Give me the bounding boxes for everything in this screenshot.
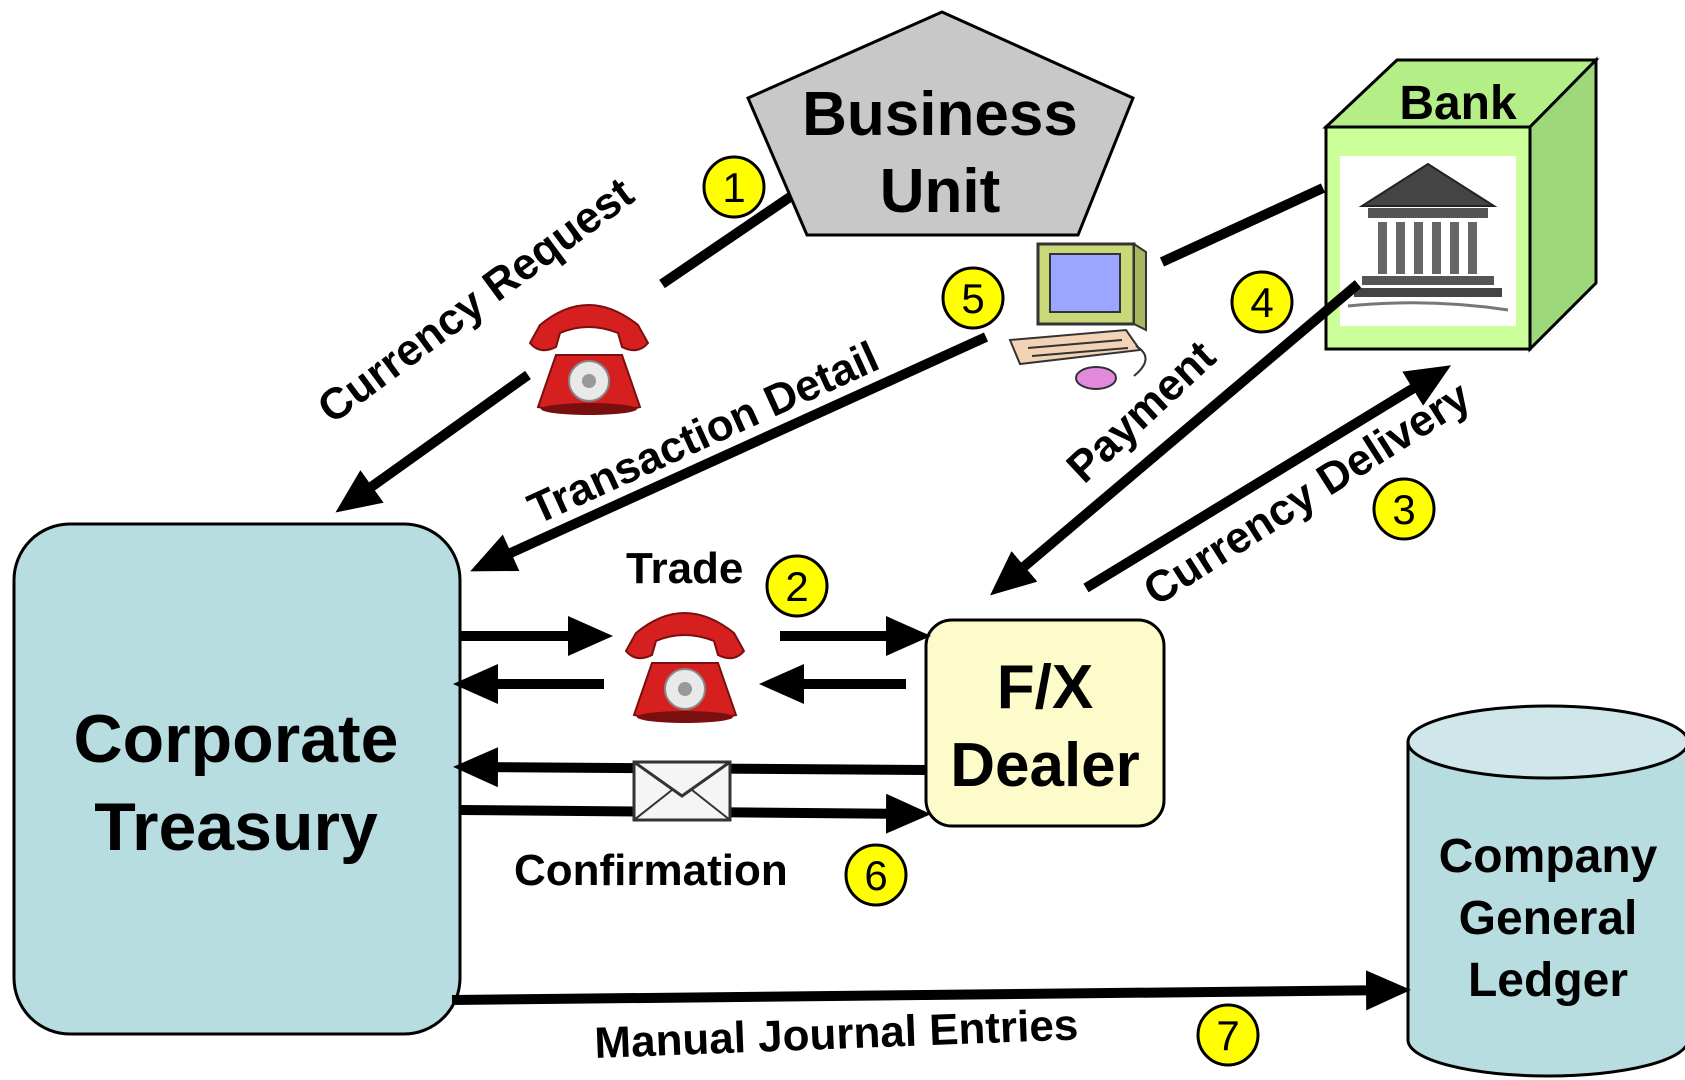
computer-icon [1008, 242, 1147, 390]
ledger-label-line3: Ledger [1468, 954, 1628, 1007]
bank-label: Bank [1399, 77, 1517, 130]
corporate-treasury-node: Corporate Treasury [12, 522, 462, 1036]
payment-arrow [990, 280, 1362, 596]
step-badge-3: 3 [1372, 477, 1436, 541]
fx-dealer-node: F/X Dealer [924, 618, 1166, 828]
step-badge-4: 4 [1230, 270, 1294, 334]
confirmation-label: Confirmation [514, 846, 788, 895]
bank-computer-line [1159, 183, 1326, 267]
transaction-detail-arrow [470, 332, 989, 572]
svg-text:4: 4 [1250, 279, 1273, 326]
bank-building-icon [1340, 156, 1516, 326]
ledger-label-line1: Company [1439, 830, 1658, 883]
treasury-label-line2: Treasury [94, 789, 378, 865]
svg-text:1: 1 [722, 164, 745, 211]
treasury-label-line1: Corporate [74, 701, 399, 777]
telephone-icon [624, 612, 746, 723]
dealer-label-line2: Dealer [950, 731, 1140, 800]
ledger-label-line2: General [1459, 892, 1638, 945]
svg-text:2: 2 [785, 563, 808, 610]
business-unit-label-line1: Business [802, 80, 1078, 149]
manual-journal-label: Manual Journal Entries [594, 1000, 1080, 1068]
business-unit-label-line2: Unit [880, 157, 1001, 226]
business-unit-node: Business Unit [746, 10, 1135, 237]
step-badge-2: 2 [765, 554, 829, 618]
svg-text:3: 3 [1392, 486, 1415, 533]
envelope-icon [632, 760, 732, 822]
step-badge-6: 6 [844, 843, 908, 907]
svg-text:7: 7 [1216, 1012, 1239, 1059]
svg-text:6: 6 [864, 852, 887, 899]
dealer-label-line1: F/X [997, 653, 1093, 722]
currency-request-line [659, 192, 793, 289]
trade-label: Trade [626, 544, 743, 593]
telephone-icon [528, 304, 650, 415]
step-badge-7: 7 [1196, 1003, 1260, 1067]
step-badge-1: 1 [702, 155, 766, 219]
bank-node: Bank [1322, 56, 1600, 353]
svg-text:5: 5 [961, 275, 984, 322]
step-badge-5: 5 [941, 266, 1005, 330]
currency-delivery-arrow [1083, 365, 1452, 593]
general-ledger-node: Company General Ledger [1406, 704, 1685, 1078]
currency-request-arrow [335, 370, 531, 513]
manual-journal-arrow [451, 970, 1411, 1011]
